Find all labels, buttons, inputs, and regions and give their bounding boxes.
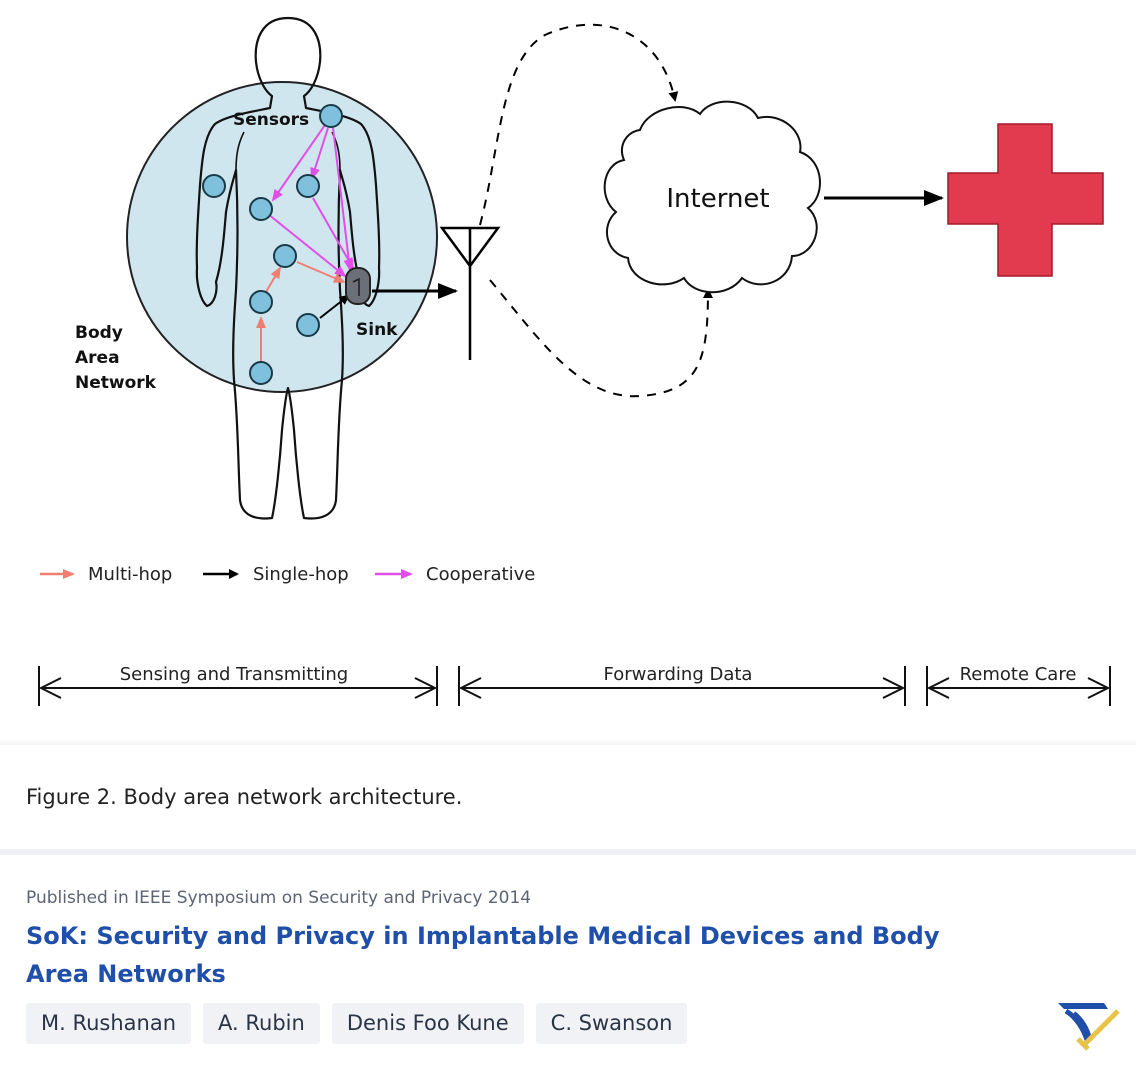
sensor-node [296,174,320,198]
ban-label-line3: Network [75,373,157,393]
sensor-nodes [202,104,343,385]
multi-hop-links [256,261,346,362]
sensor-node [202,174,226,198]
ban-label-line2: Area [75,348,120,368]
sensor-node [273,244,297,268]
figure-caption: Figure 2. Body area network architecture… [26,785,463,809]
sink-label: Sink [356,320,398,340]
author-list: M. Rushanan A. Rubin Denis Foo Kune C. S… [26,1003,688,1044]
human-silhouette [195,16,381,520]
paper-card: Published in IEEE Symposium on Security … [0,855,1136,1076]
antenna-icon [439,226,501,360]
stage-spans [38,666,1111,706]
ban-architecture-diagram: Sensors Sink Body Area Network Internet … [38,16,1111,706]
sensors-label: Sensors [233,110,309,130]
cooperative-links [267,124,354,278]
ban-circle [126,81,438,393]
sensor-node [249,290,273,314]
author-chip[interactable]: M. Rushanan [26,1003,192,1044]
venue-line: Published in IEEE Symposium on Security … [26,888,532,908]
author-chip[interactable]: Denis Foo Kune [331,1003,524,1044]
author-chip[interactable]: C. Swanson [535,1003,688,1044]
caption-block: Figure 2. Body area network architecture… [0,745,1136,849]
figure-shadow [0,738,1136,748]
legend-multi-hop-label: Multi-hop [88,564,172,585]
section-divider [0,849,1136,855]
sensor-node [249,197,273,221]
legend-single-hop-label: Single-hop [253,564,349,585]
internet-cloud-icon [603,100,821,294]
semantic-scholar-logo-icon[interactable] [1054,993,1124,1055]
ban-label-line1: Body [75,323,123,343]
sink-device [345,267,371,305]
sensor-node [319,104,343,128]
dashed-link-down [489,279,713,398]
legend: Multi-hop Single-hop Cooperative [40,564,535,585]
span-sensing-label: Sensing and Transmitting [120,664,348,685]
legend-cooperative-label: Cooperative [426,564,535,585]
dashed-link-up [479,23,679,226]
span-forwarding-label: Forwarding Data [604,664,753,685]
author-chip[interactable]: A. Rubin [203,1003,320,1044]
span-remote-care-label: Remote Care [960,664,1077,685]
medical-cross-icon [947,123,1104,277]
sensor-node [296,313,320,337]
paper-title-link[interactable]: SoK: Security and Privacy in Implantable… [26,922,940,988]
internet-label: Internet [666,184,769,214]
single-hop-links [319,294,350,319]
sensor-node [249,361,273,385]
figure-panel: Sensors Sink Body Area Network Internet … [38,16,1111,706]
